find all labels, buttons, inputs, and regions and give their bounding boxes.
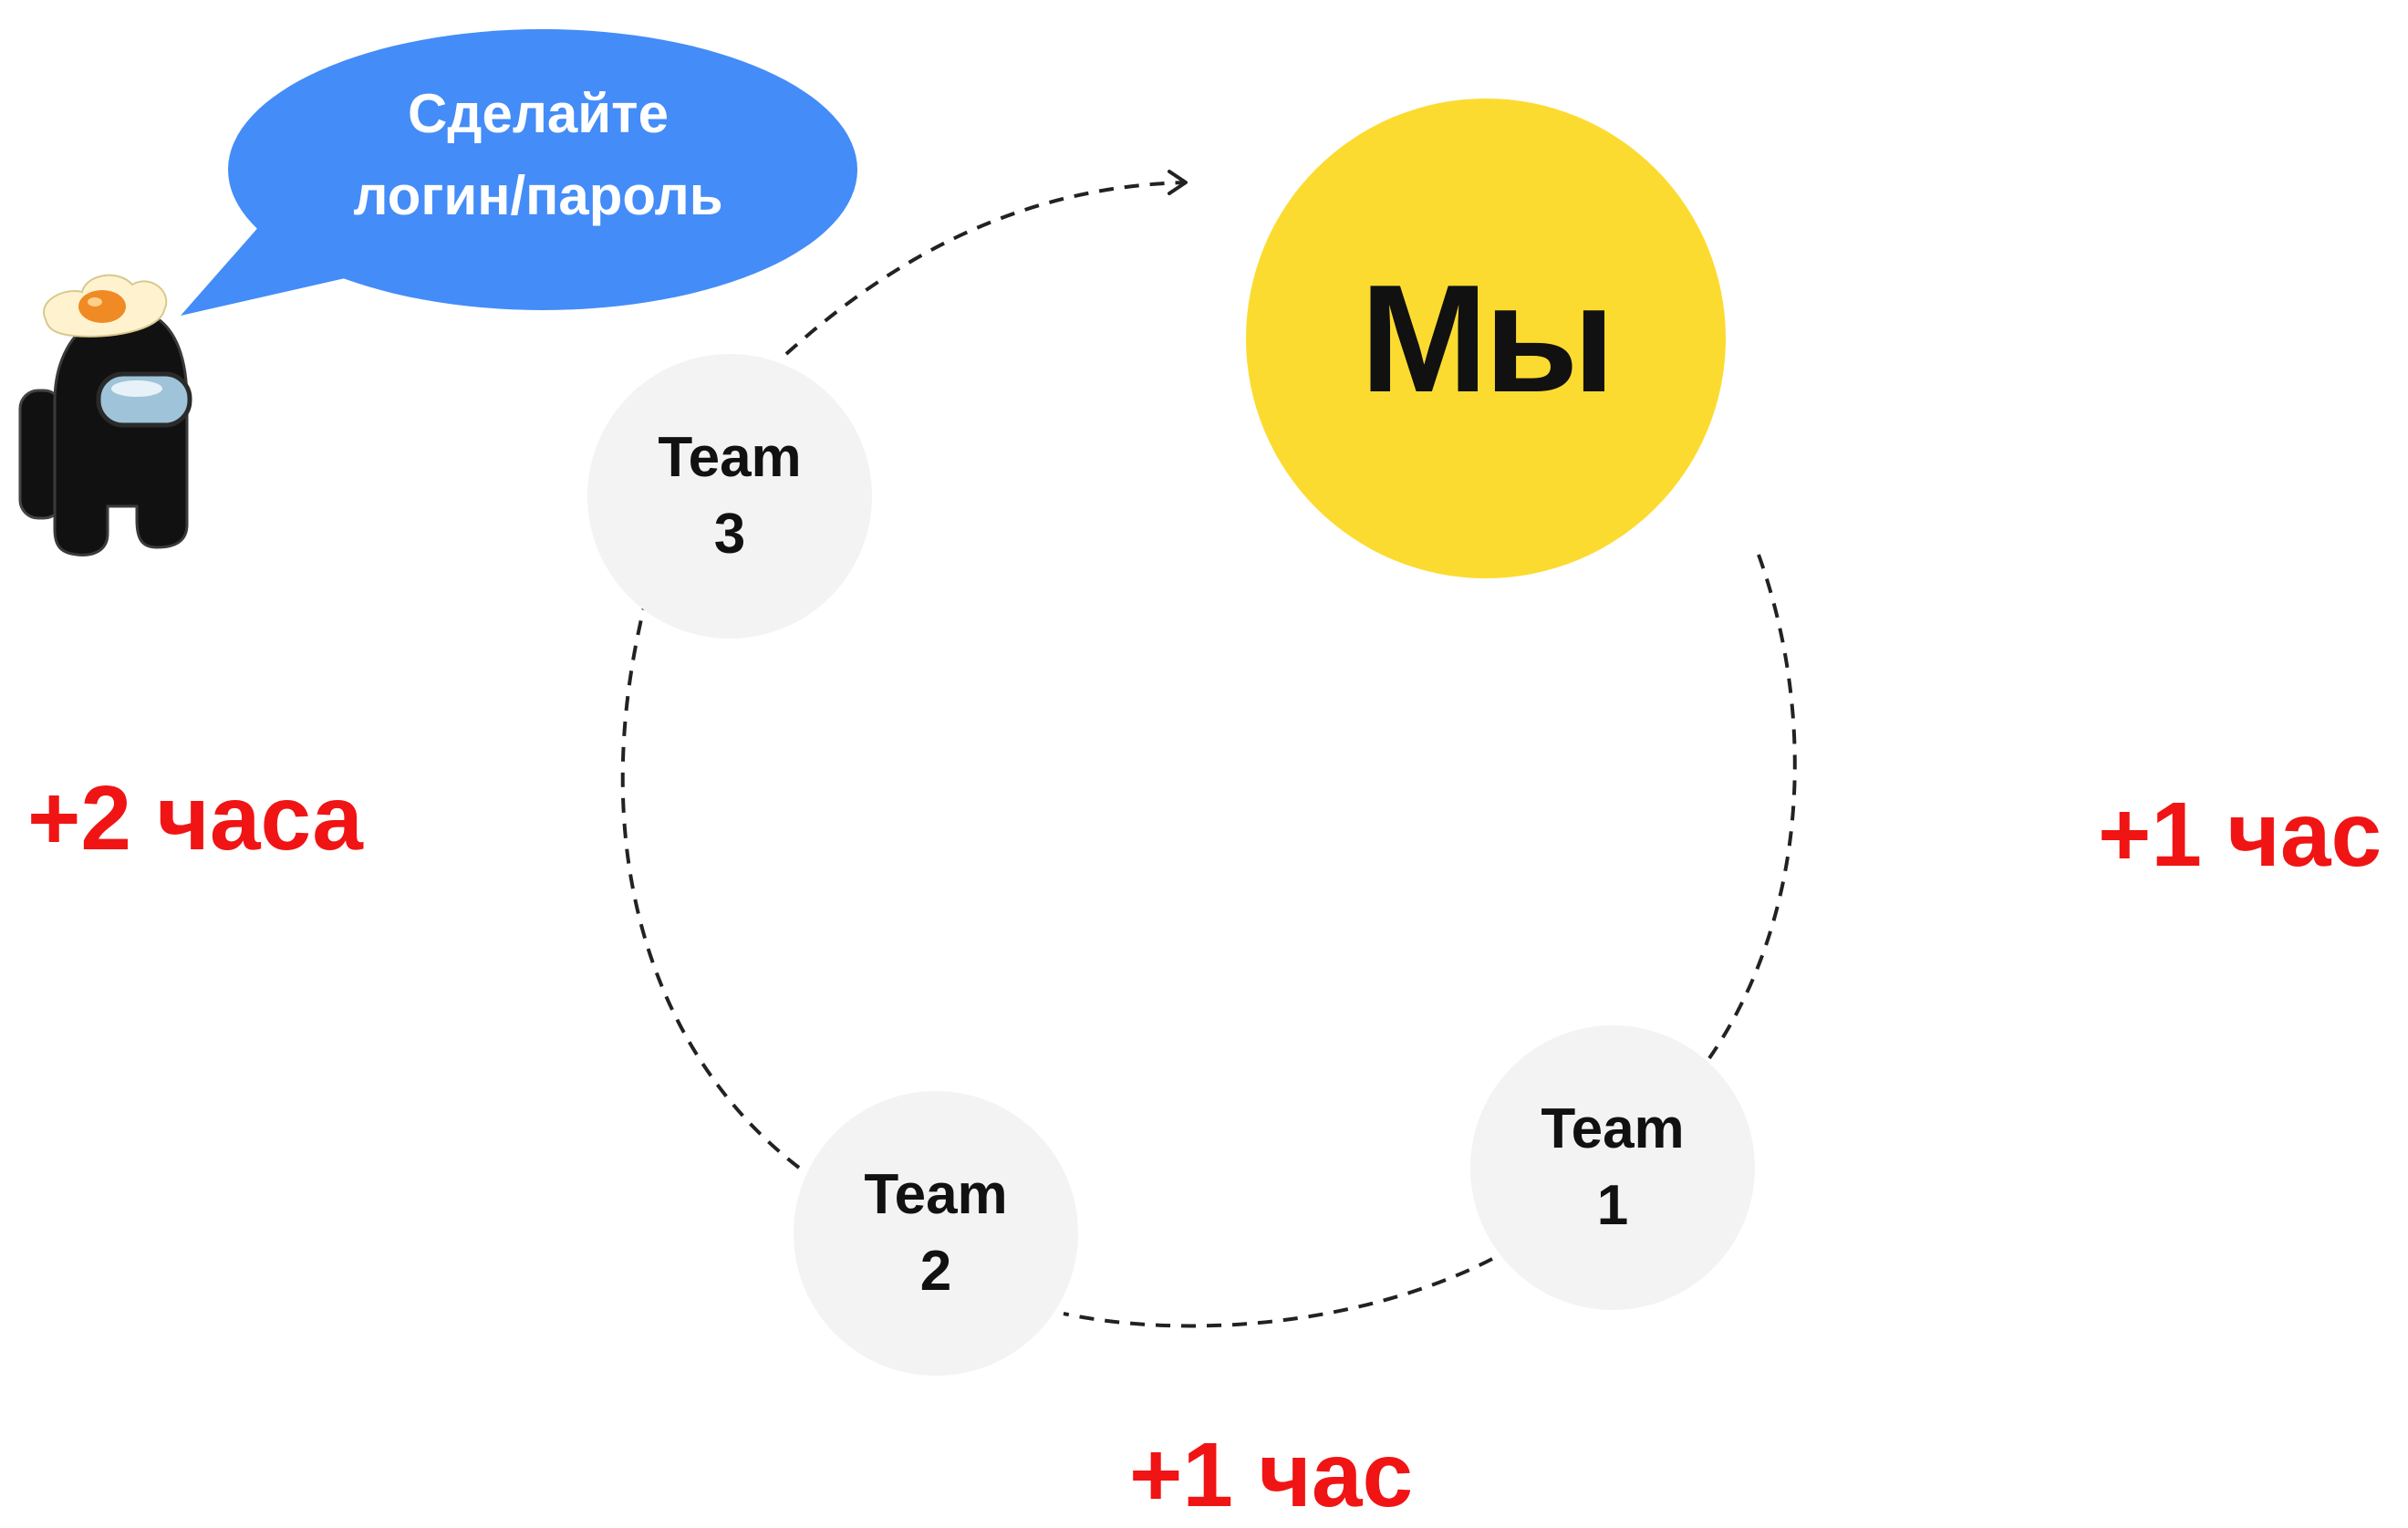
team-1-label-line-2: 1: [1596, 1174, 1629, 1237]
center-node-us: Мы: [1246, 99, 1726, 578]
arc-team3-to-us: [784, 181, 1187, 356]
team-1-node: Team 1: [1470, 1025, 1755, 1310]
speech-bubble-line-2: логин/пароль: [353, 165, 723, 226]
arc-team1-to-team2: [1063, 1257, 1493, 1328]
speech-bubble-line-1: Сделайте: [408, 83, 669, 144]
speech-bubble-text: Сделайте логин/пароль: [265, 73, 812, 237]
team-1-label-line-1: Team: [1541, 1097, 1685, 1160]
time-label-left: +2 часа: [27, 767, 363, 869]
team-3-label-line-2: 3: [713, 503, 746, 566]
team-3-node: Team 3: [587, 354, 872, 639]
team-2-label-line-1: Team: [864, 1163, 1008, 1226]
team-2-label-line-2: 2: [919, 1240, 952, 1303]
arc-us-to-team1: [1707, 554, 1797, 1060]
crewmate-with-egg-hat-icon: [18, 274, 192, 556]
team-2-node: Team 2: [794, 1091, 1078, 1376]
arc-team2-to-team3: [620, 607, 801, 1169]
speech-bubble: [181, 29, 857, 316]
arrowhead-icon: [1168, 170, 1188, 195]
team-3-label-line-1: Team: [658, 426, 802, 489]
time-label-bottom: +1 час: [1129, 1424, 1414, 1526]
time-label-right: +1 час: [2098, 784, 2382, 886]
center-node-label: Мы: [1360, 252, 1614, 424]
